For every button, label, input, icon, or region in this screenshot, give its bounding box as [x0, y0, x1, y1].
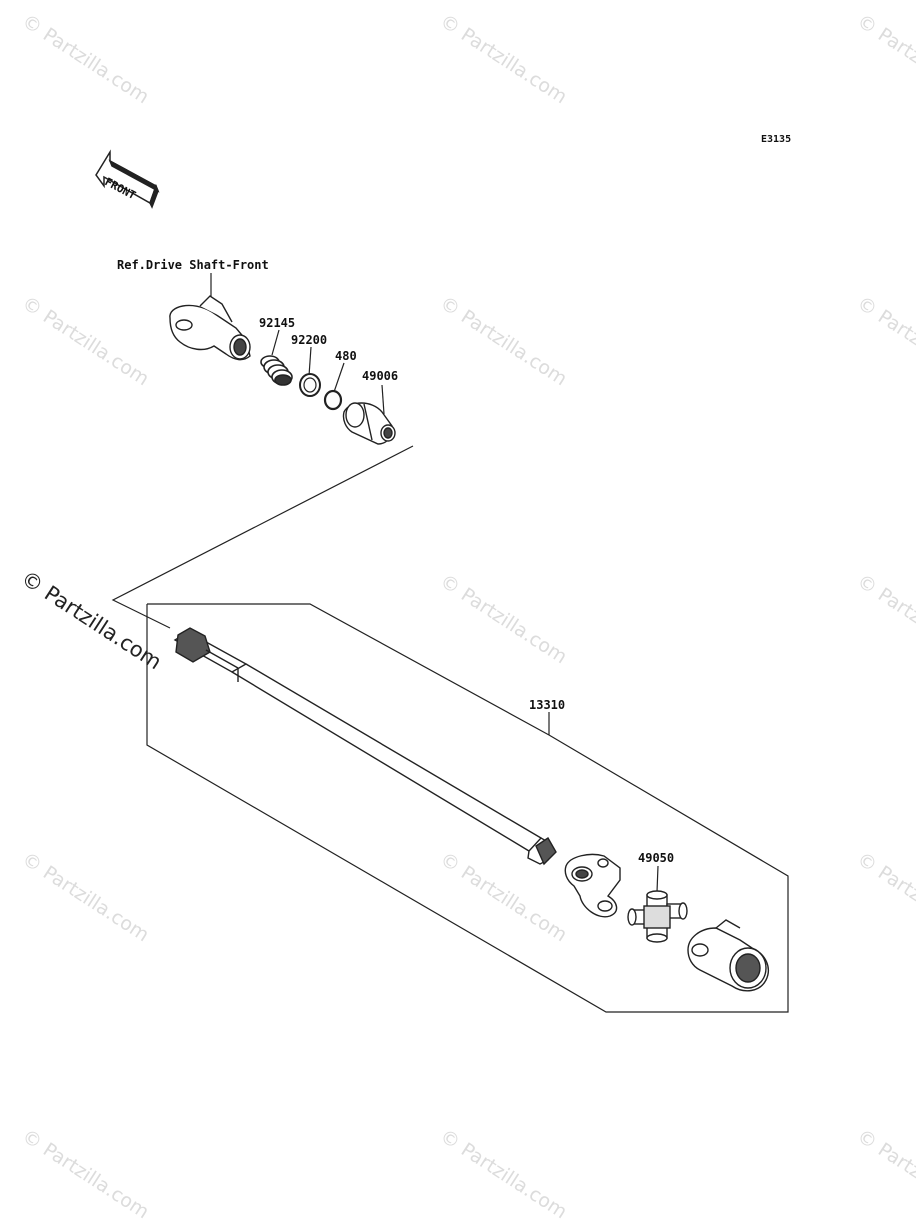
part-number-label[interactable]: 92200 — [291, 333, 328, 347]
part-number-label[interactable]: 13310 — [529, 698, 566, 712]
leader-49050 — [656, 865, 659, 893]
connector-line — [111, 445, 414, 629]
cross-joint-icon — [627, 890, 688, 943]
flange-yoke-icon — [687, 919, 770, 992]
washer-icon — [299, 373, 321, 397]
boot-icon — [342, 402, 396, 445]
leader-92145 — [271, 329, 280, 356]
diagram-code: E3135 — [761, 134, 792, 145]
part-number-label[interactable]: 480 — [335, 349, 357, 363]
part-number-label[interactable]: 49006 — [362, 369, 399, 383]
washer-hole — [303, 377, 317, 393]
front-yoke-icon — [169, 295, 251, 361]
part-number-label[interactable]: 92145 — [259, 316, 296, 330]
drive-shaft-icon — [173, 627, 557, 866]
front-arrow-icon — [95, 149, 160, 209]
leader-480 — [333, 362, 345, 393]
leader-49006 — [381, 384, 385, 415]
leader-92200 — [308, 346, 312, 377]
part-number-label[interactable]: 49050 — [638, 851, 675, 865]
group-bracket — [146, 603, 789, 1013]
spring-icon — [260, 355, 293, 386]
rear-yoke-icon — [564, 853, 621, 918]
reference-label: Ref.Drive Shaft-Front — [117, 258, 269, 272]
circlip-icon — [323, 389, 343, 411]
